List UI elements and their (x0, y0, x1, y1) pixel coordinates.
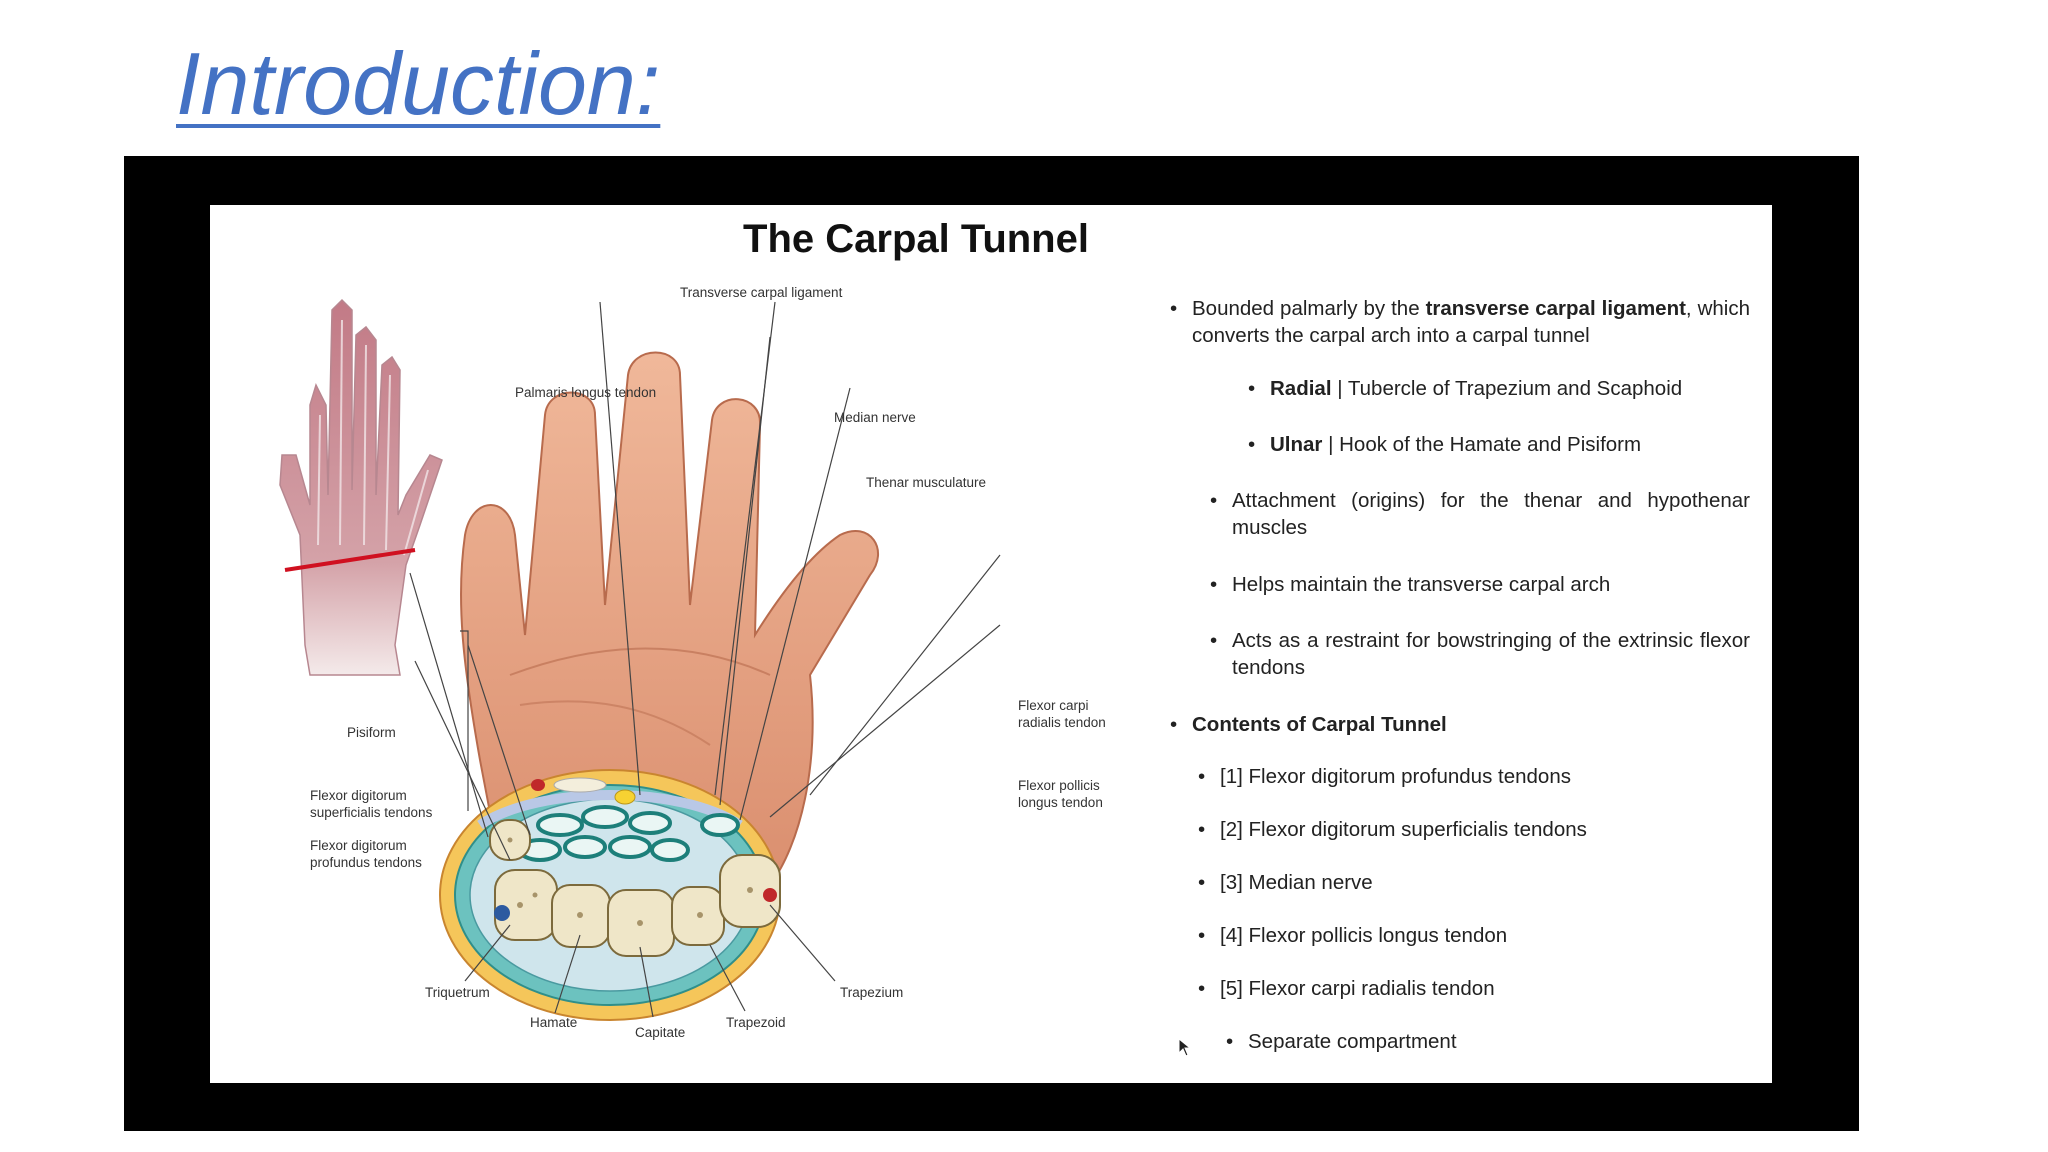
bullet-c3: •[3] Median nerve (1198, 871, 1373, 894)
label-trapezium: Trapezium (840, 985, 903, 1000)
leader-lines (409, 301, 1001, 1018)
label-fdp-1: Flexor digitorum (310, 838, 407, 853)
label-hamate: Hamate (530, 1015, 577, 1030)
cut-line (284, 548, 416, 572)
bullet-radial: •Radial | Tubercle of Trapezium and Scap… (1248, 377, 1683, 400)
bullet-attachment: •Attachment (origins) for the thenar and… (1210, 489, 1750, 539)
label-triquetrum: Triquetrum (425, 985, 490, 1000)
label-fcr-2: radialis tendon (1018, 715, 1106, 730)
label-fcr-1: Flexor carpi (1018, 698, 1089, 713)
bullet-ulnar: •Ulnar | Hook of the Hamate and Pisiform (1248, 433, 1642, 456)
carpal-tunnel-illustration: Transverse carpal ligament Palmaris long… (210, 205, 1190, 1083)
label-fdp-2: profundus tendons (310, 855, 422, 870)
bullet-separate: •Separate compartment (1226, 1030, 1457, 1053)
bullet-bounded: •Bounded palmarly by the transverse carp… (1170, 297, 1750, 347)
reference-hand-icon (279, 298, 443, 676)
anatomy-svg: Transverse carpal ligament Palmaris long… (279, 285, 1106, 1040)
label-median-nerve: Median nerve (834, 410, 916, 425)
mouse-cursor-icon (1178, 1038, 1192, 1057)
panel-title: The Carpal Tunnel (743, 217, 1089, 261)
label-trapezoid: Trapezoid (726, 1015, 786, 1030)
bullet-helps: •Helps maintain the transverse carpal ar… (1210, 573, 1611, 596)
slide-title: Introduction: (176, 34, 661, 133)
label-fds-1: Flexor digitorum (310, 788, 407, 803)
bullet-c2: •[2] Flexor digitorum superficialis tend… (1198, 818, 1587, 841)
label-thenar: Thenar musculature (866, 475, 986, 490)
label-capitate: Capitate (635, 1025, 685, 1040)
label-pisiform: Pisiform (347, 725, 396, 740)
slide-panel: The Carpal Tunnel (210, 205, 1772, 1083)
label-palmaris-longus: Palmaris longus tendon (515, 385, 656, 400)
label-fds-2: superficialis tendons (310, 805, 433, 820)
bullet-c1: •[1] Flexor digitorum profundus tendons (1198, 765, 1571, 788)
label-transverse-carpal-ligament: Transverse carpal ligament (680, 285, 843, 300)
label-fpl-2: longus tendon (1018, 795, 1103, 810)
bullet-c4: •[4] Flexor pollicis longus tendon (1198, 924, 1508, 947)
label-fpl-1: Flexor pollicis (1018, 778, 1100, 793)
cross-section (439, 769, 781, 1021)
bullet-c5: •[5] Flexor carpi radialis tendon (1198, 977, 1495, 1000)
bullet-restraint: •Acts as a restraint for bowstringing of… (1210, 629, 1750, 679)
bullet-contents: •Contents of Carpal Tunnel (1170, 713, 1447, 736)
